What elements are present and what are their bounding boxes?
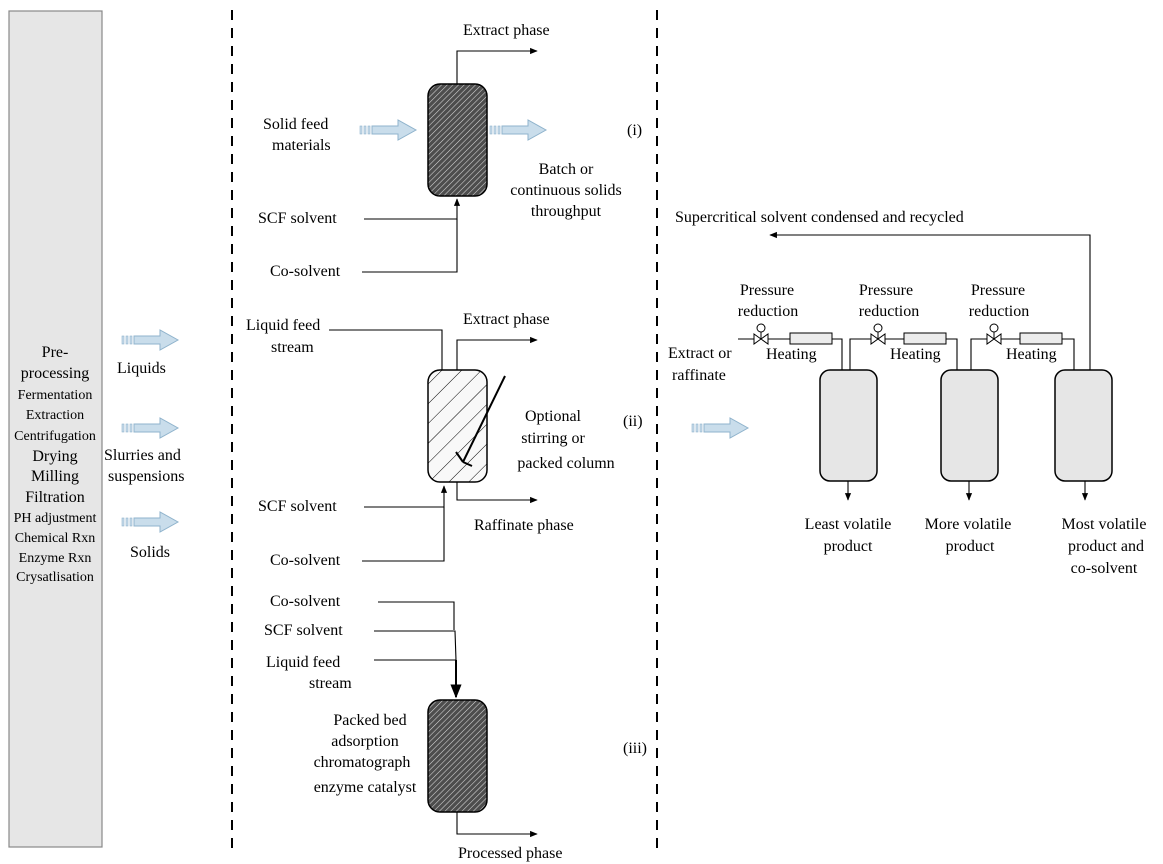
suspensions-label: suspensions bbox=[108, 468, 184, 485]
extract-raffinate-label-1: Extract or bbox=[668, 345, 732, 362]
liquids-label: Liquids bbox=[117, 360, 166, 377]
preprocessing-item: processing bbox=[21, 365, 89, 382]
preprocessing-item: Centrifugation bbox=[14, 429, 96, 444]
preprocessing-item: Enzyme Rxn bbox=[19, 551, 92, 566]
valve-icon bbox=[870, 323, 886, 345]
processed-phase-label: Processed phase bbox=[458, 845, 562, 862]
optional-label-3: packed column bbox=[517, 455, 614, 472]
packed-bed-label-2: adsorption bbox=[331, 733, 399, 750]
least-volatile-label-2: product bbox=[824, 538, 873, 555]
packed-bed-label-1: Packed bed bbox=[333, 712, 406, 729]
most-volatile-label-2: product and bbox=[1068, 538, 1144, 555]
solids-label: Solids bbox=[130, 544, 170, 561]
preprocessing-item: Extraction bbox=[26, 408, 84, 423]
pressure-label-1: Pressure bbox=[740, 282, 794, 299]
heater-3 bbox=[1019, 332, 1063, 345]
liquids-arrow-icon bbox=[121, 329, 179, 351]
slurries-label: Slurries and bbox=[104, 447, 181, 464]
extraction-column-i bbox=[427, 83, 488, 197]
separator-vessel-1 bbox=[819, 369, 878, 482]
scf-solvent-label: SCF solvent bbox=[258, 498, 337, 515]
packed-bed-label-4: enzyme catalyst bbox=[314, 779, 417, 796]
roman-ii: (ii) bbox=[623, 413, 643, 430]
reduction-label-1: reduction bbox=[738, 303, 798, 320]
separator-vessel-2 bbox=[940, 369, 999, 482]
roman-iii: (iii) bbox=[623, 740, 647, 757]
recycle-label: Supercritical solvent condensed and recy… bbox=[675, 209, 964, 226]
least-volatile-label-1: Least volatile bbox=[805, 516, 892, 533]
heater-2 bbox=[903, 332, 947, 345]
reduction-label-3: reduction bbox=[969, 303, 1029, 320]
solid-feed-arrow-icon bbox=[359, 119, 417, 141]
solids-out-arrow-icon bbox=[489, 119, 547, 141]
optional-label-1: Optional bbox=[525, 408, 582, 425]
materials-label: materials bbox=[272, 137, 331, 154]
preprocessing-item: PH adjustment bbox=[14, 511, 97, 526]
pressure-label-2: Pressure bbox=[859, 282, 913, 299]
heater-1 bbox=[789, 332, 833, 345]
stream-label: stream bbox=[309, 675, 352, 692]
separation-train: Supercritical solvent condensed and recy… bbox=[668, 209, 1146, 577]
optional-label-2: stirring or bbox=[521, 430, 585, 447]
section-i: Extract phase Solid feed materials (i) B… bbox=[258, 22, 642, 280]
heating-label-2: Heating bbox=[890, 346, 941, 363]
separator-vessel-3 bbox=[1054, 369, 1113, 482]
extract-raffinate-label-2: raffinate bbox=[672, 367, 726, 384]
extract-phase-label: Extract phase bbox=[463, 22, 550, 39]
throughput-label-3: throughput bbox=[531, 203, 602, 220]
valve-icon bbox=[753, 323, 769, 345]
co-solvent-label: Co-solvent bbox=[270, 552, 341, 569]
valve-icon bbox=[986, 323, 1002, 345]
preprocessing-item: Drying bbox=[32, 448, 77, 465]
co-solvent-label: Co-solvent bbox=[270, 263, 341, 280]
to-separation-arrow-icon bbox=[691, 417, 749, 439]
stream-label: stream bbox=[271, 339, 314, 356]
slurries-arrow-icon bbox=[121, 417, 179, 439]
more-volatile-label-1: More volatile bbox=[925, 516, 1012, 533]
preprocessing-item: Chemical Rxn bbox=[15, 531, 96, 546]
section-ii: Liquid feed stream Extract phase Optiona… bbox=[246, 311, 643, 569]
pressure-label-3: Pressure bbox=[971, 282, 1025, 299]
preprocessing-item: Filtration bbox=[25, 489, 85, 506]
throughput-label-2: continuous solids bbox=[510, 182, 622, 199]
preprocessing-item: Pre- bbox=[42, 344, 69, 361]
solid-feed-label: Solid feed bbox=[263, 116, 328, 133]
preprocessing-box bbox=[8, 10, 103, 848]
section-iii: Co-solvent SCF solvent Liquid feed strea… bbox=[264, 593, 647, 862]
scf-solvent-label: SCF solvent bbox=[264, 622, 343, 639]
roman-i: (i) bbox=[627, 122, 642, 139]
liquid-feed-label: Liquid feed bbox=[246, 317, 320, 334]
preprocessing-item: Milling bbox=[31, 468, 79, 485]
extraction-column-ii bbox=[427, 369, 488, 483]
scf-solvent-label: SCF solvent bbox=[258, 210, 337, 227]
packed-bed-column bbox=[427, 699, 488, 813]
packed-bed-label-3: chromatograph bbox=[314, 754, 411, 771]
preprocessing-list: Pre- processing Fermentation Extraction … bbox=[14, 344, 97, 585]
solids-arrow-icon bbox=[121, 511, 179, 533]
throughput-label-1: Batch or bbox=[539, 161, 594, 178]
liquid-feed-label: Liquid feed bbox=[266, 654, 340, 671]
co-solvent-label: Co-solvent bbox=[270, 593, 341, 610]
raffinate-phase-label: Raffinate phase bbox=[474, 517, 574, 534]
most-volatile-label-3: co-solvent bbox=[1071, 560, 1138, 577]
extract-phase-label: Extract phase bbox=[463, 311, 550, 328]
more-volatile-label-2: product bbox=[946, 538, 995, 555]
preprocessing-item: Fermentation bbox=[18, 388, 93, 403]
heating-label-3: Heating bbox=[1006, 346, 1057, 363]
stirrer-icon bbox=[455, 375, 506, 467]
preprocessing-item: Crysatlisation bbox=[16, 570, 94, 585]
heating-label-1: Heating bbox=[766, 346, 817, 363]
reduction-label-2: reduction bbox=[859, 303, 919, 320]
most-volatile-label-1: Most volatile bbox=[1062, 516, 1147, 533]
